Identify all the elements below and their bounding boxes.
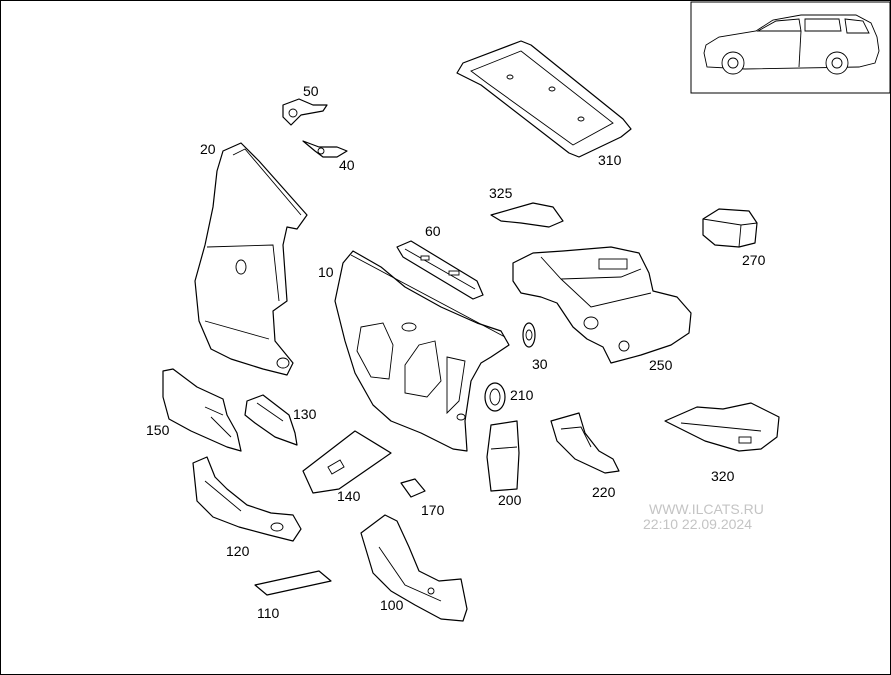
- label-100[interactable]: 100: [380, 597, 404, 613]
- part-250-tunnel-insulation[interactable]: [512, 246, 692, 364]
- part-170-pad[interactable]: [400, 478, 426, 498]
- label-110[interactable]: 110: [257, 605, 280, 621]
- label-200[interactable]: 200: [498, 492, 522, 508]
- label-270[interactable]: 270: [742, 252, 766, 268]
- label-30[interactable]: 30: [532, 356, 548, 372]
- label-310[interactable]: 310: [598, 152, 622, 168]
- part-310-floor-insulation[interactable]: [456, 40, 632, 158]
- label-170[interactable]: 170: [421, 502, 445, 518]
- part-40-clip[interactable]: [302, 140, 348, 158]
- label-320[interactable]: 320: [711, 468, 735, 484]
- label-250[interactable]: 250: [649, 357, 673, 373]
- part-210-seal-ring[interactable]: [484, 382, 506, 412]
- part-200-insulation[interactable]: [486, 420, 520, 492]
- part-30-grommet[interactable]: [522, 322, 536, 348]
- part-150-insulation[interactable]: [162, 368, 242, 452]
- label-130[interactable]: 130: [293, 406, 317, 422]
- label-210[interactable]: 210: [510, 387, 534, 403]
- label-10[interactable]: 10: [318, 264, 334, 280]
- label-150[interactable]: 150: [146, 422, 170, 438]
- part-320-insulation[interactable]: [664, 402, 780, 452]
- label-40[interactable]: 40: [339, 157, 355, 173]
- part-270-box[interactable]: [702, 208, 758, 248]
- part-120-insulation[interactable]: [192, 456, 302, 542]
- part-100-insulation[interactable]: [360, 514, 468, 622]
- part-110-strip[interactable]: [254, 570, 332, 596]
- watermark-timestamp: 22:10 22.09.2024: [643, 516, 752, 532]
- label-325[interactable]: 325: [489, 185, 513, 201]
- part-140-plate[interactable]: [302, 430, 392, 494]
- label-60[interactable]: 60: [425, 223, 441, 239]
- part-50-clip[interactable]: [282, 98, 328, 126]
- part-220-duct-insulation[interactable]: [550, 412, 620, 474]
- part-325-pad[interactable]: [490, 202, 564, 228]
- label-220[interactable]: 220: [592, 484, 616, 500]
- part-20-side-insulation[interactable]: [194, 142, 308, 376]
- part-60-strip[interactable]: [396, 240, 484, 300]
- vehicle-thumbnail: [690, 1, 890, 94]
- label-50[interactable]: 50: [303, 83, 319, 99]
- watermark-site: WWW.ILCATS.RU: [649, 501, 764, 517]
- label-120[interactable]: 120: [226, 543, 250, 559]
- part-130-insulation[interactable]: [244, 394, 298, 446]
- label-140[interactable]: 140: [337, 488, 361, 504]
- part-10-firewall-insulation[interactable]: [334, 250, 510, 452]
- label-20[interactable]: 20: [200, 141, 216, 157]
